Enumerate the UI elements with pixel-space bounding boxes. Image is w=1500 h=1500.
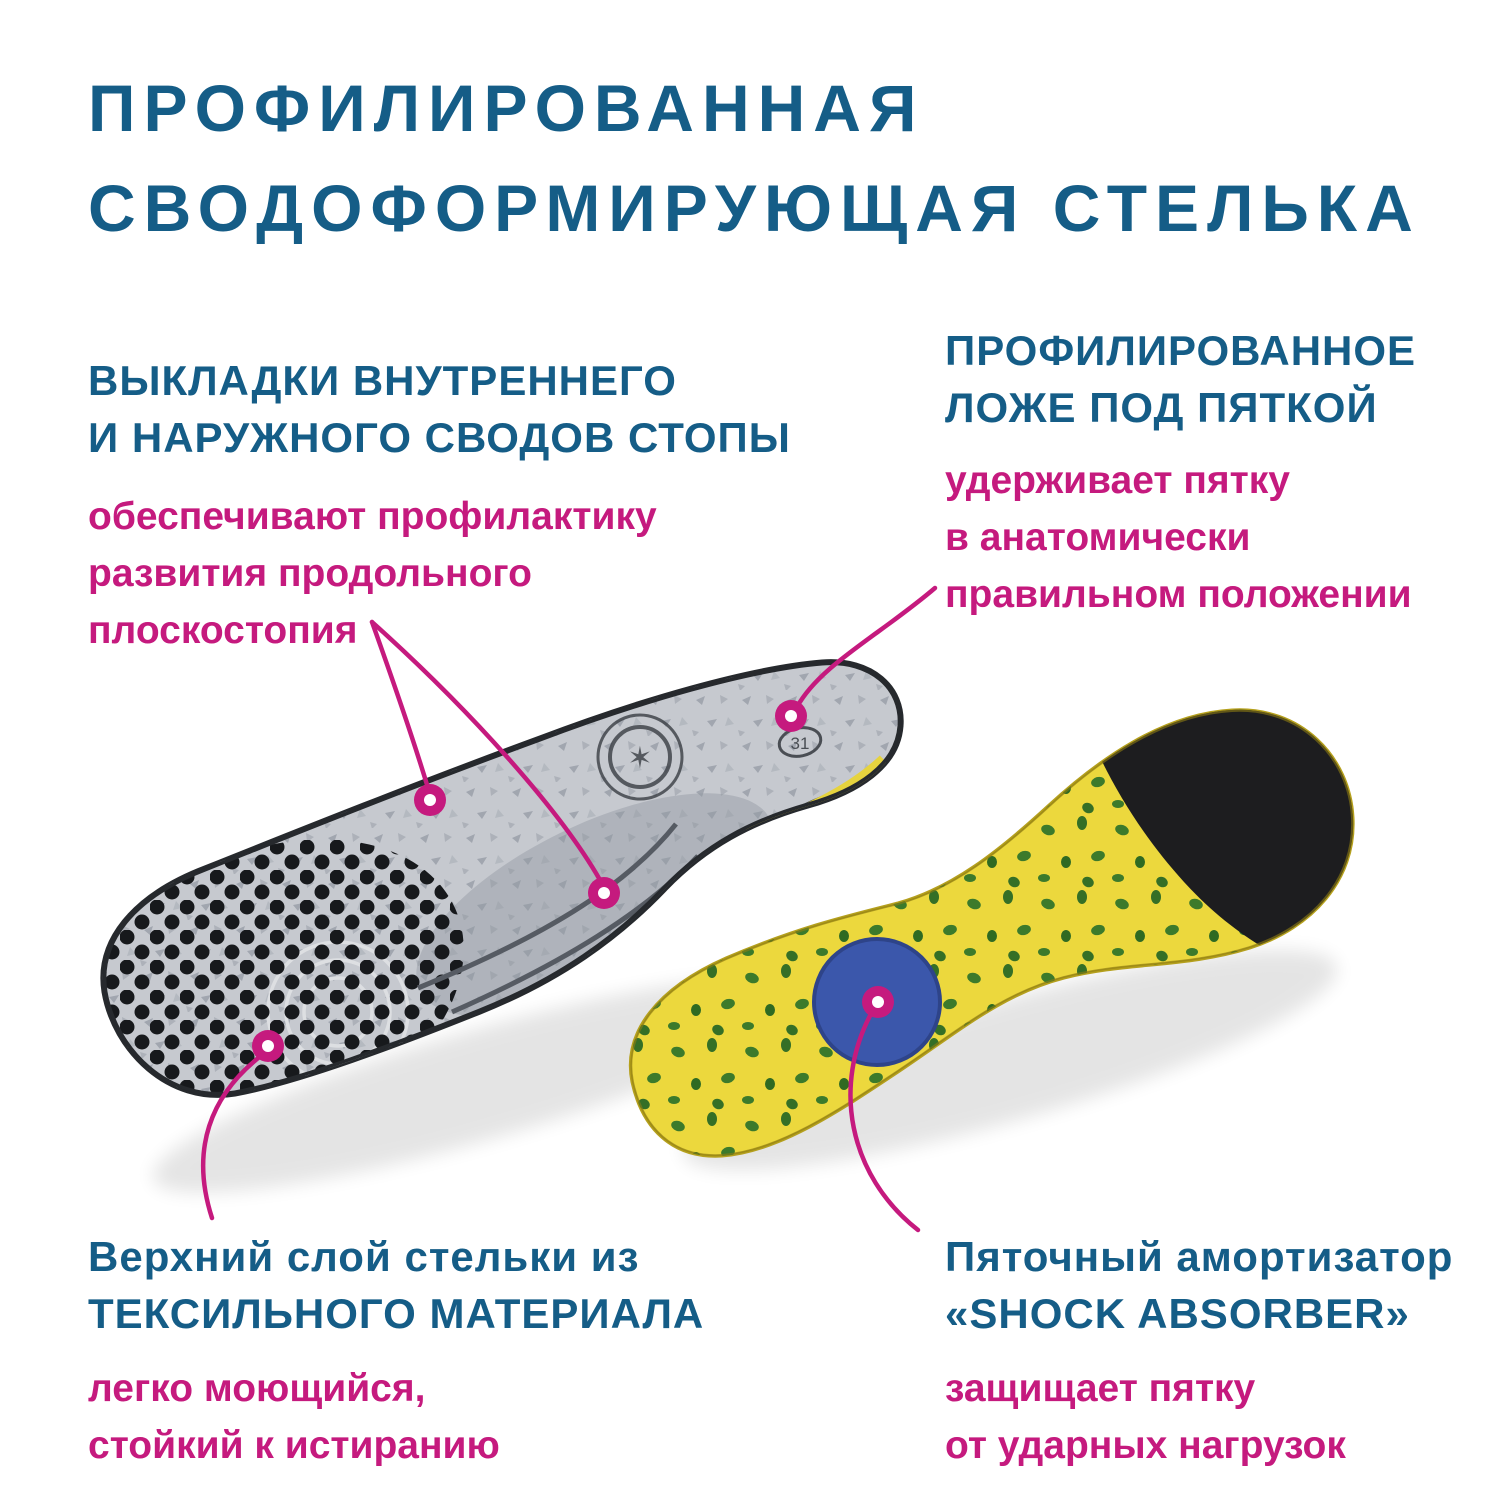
heel-bed-heading-line-2: ЛОЖЕ ПОД ПЯТКОЙ [945,384,1378,431]
right-insole-shadow [682,949,1338,1171]
callout-arch-supports: ВЫКЛАДКИ ВНУТРЕННЕГО И НАРУЖНОГО СВОДОВ … [88,352,791,659]
arch-line-1 [417,822,678,991]
heel-bed-heading-line-1: ПРОФИЛИРОВАННОЕ [945,327,1417,374]
title-line-1: ПРОФИЛИРОВАННАЯ [88,71,925,145]
heel-bed-desc-line-2: в анатомически [945,516,1251,559]
arch-desc-line-1: обеспечивают профилактику [88,495,657,538]
arch-heading-line-1: ВЫКЛАДКИ ВНУТРЕННЕГО [88,357,677,404]
left-insole-edge [102,661,902,1096]
shock-desc-line-1: защищает пятку [945,1367,1256,1410]
title-line-2: СВОДОФОРМИРУЮЩАЯ СТЕЛЬКА [88,171,1421,245]
callout-textile-layer: Верхний слой стельки из ТЕКСИЛЬНОГО МАТЕ… [88,1228,704,1474]
brand-stamp-icon: ✶ [596,713,684,801]
callout-dot-shock [862,986,894,1018]
right-insole-edge [630,709,1354,1157]
size-stamp-text: 31 [791,734,810,753]
page-title: ПРОФИЛИРОВАННАЯ СВОДОФОРМИРУЮЩАЯ СТЕЛЬКА [88,58,1421,258]
textile-desc-line-1: легко моющийся, [88,1367,426,1410]
arch-heading-line-2: И НАРУЖНОГО СВОДОВ СТОПЫ [88,414,791,461]
callout-heel-bed: ПРОФИЛИРОВАННОЕ ЛОЖЕ ПОД ПЯТКОЙ удержива… [945,322,1416,623]
shock-heading-line-1: Пяточный амортизатор [945,1233,1454,1280]
callout-line-arch-2 [369,619,603,883]
callout-lines [200,585,938,1233]
textile-desc-line-2: стойкий к истиранию [88,1424,500,1467]
callout-line-shock [848,1009,921,1233]
callout-line-heel-bed [794,585,938,710]
arch-desc-line-3: плоскостопия [88,609,358,652]
callout-line-arch-1 [369,619,431,791]
callout-shock-absorber: Пяточный амортизатор «SHOCK ABSORBER» за… [945,1228,1453,1474]
callout-dots [252,700,894,1062]
shock-desc-line-2: от ударных нагрузок [945,1424,1346,1467]
callout-line-textile [200,1052,265,1221]
callout-dot-textile [252,1030,284,1062]
heel-bed-desc-line-1: удерживает пятку [945,459,1290,502]
textile-heading-line-1: Верхний слой стельки из [88,1233,640,1280]
callout-dot-heel-bed [775,700,807,732]
callout-dot-arch-2 [588,877,620,909]
heel-bed-desc-line-3: правильном положении [945,573,1412,616]
textile-heading-line-2: ТЕКСИЛЬНОГО МАТЕРИАЛА [88,1290,705,1337]
callout-dot-arch-1 [414,784,446,816]
arch-desc-line-2: развития продольного [88,552,532,595]
shock-heading-line-2: «SHOCK ABSORBER» [945,1290,1410,1337]
svg-text:✶: ✶ [627,742,652,775]
